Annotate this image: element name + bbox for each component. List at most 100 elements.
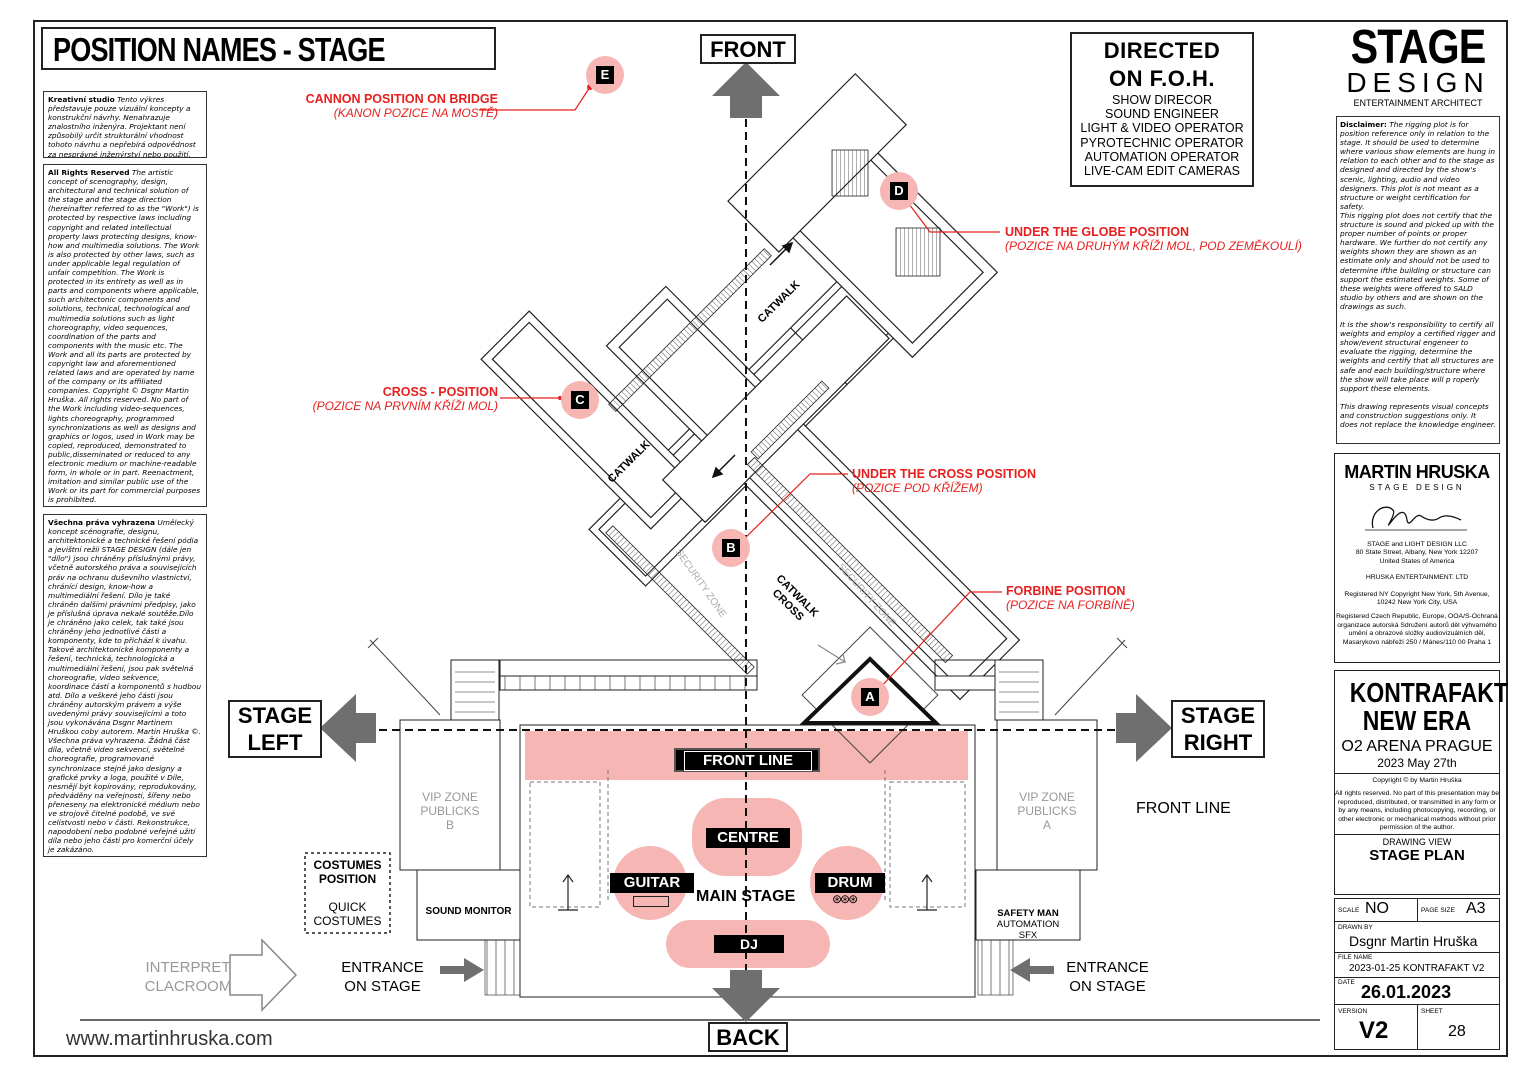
interpret-line2: CLACROOM: [144, 978, 232, 995]
info-block: SCALE NO PAGE SIZE A3 DRAWN BY Dsgnr Mar…: [1334, 898, 1500, 1050]
foh-heading-2: ON F.O.H.: [1109, 66, 1215, 91]
vip-a-line3: A: [1042, 818, 1051, 832]
front-line-bar-label: FRONT LINE: [684, 751, 812, 771]
interpret-arrow-icon: [229, 938, 298, 1012]
foh-role: LIVE-CAM EDIT CAMERAS: [1083, 164, 1241, 179]
marker-e-label: E: [596, 66, 614, 84]
interpret-label: INTERPRET CLACROOM: [138, 958, 238, 996]
disclaimer-box: Disclaimer: The rigging plot is for posi…: [1336, 116, 1500, 444]
dj-label: DJ: [714, 935, 784, 953]
logo-line1: STAGE: [1350, 21, 1487, 74]
safety-line3: SFX: [1018, 930, 1038, 941]
studio-addr1: STAGE and LIGHT DESIGN LLC: [1367, 541, 1467, 548]
costumes-box: [304, 852, 391, 934]
stage-left-label: STAGE LEFT: [228, 700, 322, 758]
marker-e[interactable]: E: [586, 56, 624, 94]
vip-b-line3: B: [445, 818, 454, 832]
project-block: KONTRAFAKT NEW ERA O2 ARENA PRAGUE 2023 …: [1334, 670, 1508, 895]
marker-c-label: C: [571, 391, 589, 409]
drawn-by-label: DRAWN BY: [1338, 924, 1373, 931]
website-link[interactable]: www.martinhruska.com: [66, 1028, 273, 1050]
back-label: BACK: [708, 1022, 788, 1052]
position-a-label: FORBINE POSITION (POZICE NA FORBÍNĚ): [1006, 584, 1135, 612]
sheet-label: SHEET: [1421, 1008, 1443, 1015]
vip-zone-b-label: VIP ZONE PUBLICKS B: [400, 790, 500, 832]
disclaimer-p3: It is the show's responsibility to certi…: [1340, 320, 1496, 393]
safety-line1: SAFETY MAN: [997, 908, 1059, 919]
marker-b[interactable]: B: [712, 529, 750, 567]
sound-monitor-label: SOUND MONITOR: [425, 906, 512, 917]
position-c-title: CROSS - POSITION: [382, 385, 498, 399]
logo-line3: ENTERTAINMENT ARCHITECT: [1353, 98, 1483, 108]
back-arrow-icon: [712, 970, 780, 1022]
front-line-bar: FRONT LINE: [674, 748, 820, 772]
entrance-right-arrow-icon: [1010, 958, 1054, 982]
position-e-sub: (KANON POZICE NA MOSTĚ): [333, 106, 498, 120]
page-title: POSITION NAMES - STAGE: [53, 31, 386, 68]
marker-c[interactable]: C: [561, 381, 599, 419]
truss-hatch-1: [831, 149, 869, 197]
project-rights: All rights reserved. No part of this pre…: [1335, 790, 1499, 832]
costumes-line3: QUICK: [328, 900, 367, 914]
vip-b-line1: VIP ZONE: [422, 790, 478, 804]
interpret-line1: INTERPRET: [145, 959, 231, 976]
sound-monitor-box: [416, 869, 521, 941]
guitar-label: GUITAR: [610, 873, 694, 893]
note-vsechna: Všechna práva vyhrazena Umělecký koncept…: [43, 514, 207, 857]
file-name-value: 2023-01-25 KONTRAFAKT V2: [1349, 963, 1485, 974]
position-b-label: UNDER THE CROSS POSITION (POZICE POD KŘÍ…: [852, 467, 1036, 495]
note-kreativni-head: Kreativní studio: [48, 95, 115, 104]
position-e-title: CANNON POSITION ON BRIDGE: [305, 92, 498, 106]
project-title1: KONTRAFAKT: [1349, 677, 1508, 708]
vip-b-line2: PUBLICKS: [420, 804, 480, 818]
foh-role: SHOW DIRECOR: [1112, 93, 1212, 107]
vip-a-line1: VIP ZONE: [1019, 790, 1075, 804]
disclaimer-p2: This rigging plot does not certify that …: [1340, 210, 1494, 311]
stage-left-line1: STAGE: [237, 703, 313, 728]
date-value: 26.01.2023: [1361, 982, 1452, 1002]
safety-label: SAFETY MAN AUTOMATION SFX: [976, 908, 1080, 941]
entrance-right-label: ENTRANCE ON STAGE: [1060, 958, 1155, 996]
stairs-left: [450, 659, 500, 721]
project-copyright: Copyright © by Martin Hruška: [1372, 777, 1462, 784]
note-kreativni-body: Tento výkres představuje pouze vizuální …: [48, 95, 196, 158]
front-arrow-icon: [712, 62, 780, 118]
page-size-value: A3: [1466, 900, 1486, 917]
page-title-box: POSITION NAMES - STAGE: [41, 27, 496, 70]
note-rights-body: The artistic concept of scenography, des…: [48, 168, 201, 505]
entrance-right-line2: ON STAGE: [1069, 978, 1146, 995]
project-venue: O2 ARENA PRAGUE: [1341, 738, 1493, 755]
note-rights: All Rights Reserved The artistic concept…: [43, 164, 207, 507]
project-title2: NEW ERA: [1362, 705, 1472, 736]
file-name-label: FILE NAME: [1338, 954, 1373, 961]
scale-label: SCALE: [1338, 907, 1360, 914]
stage-left-arrow-icon: [320, 694, 376, 762]
studio-reg1: Registered NY Copyright New York, 5th Av…: [1344, 590, 1490, 607]
vip-zone-a-box: [996, 719, 1098, 871]
marker-a[interactable]: A: [851, 678, 889, 716]
front-line-right-label: FRONT LINE: [1136, 800, 1231, 817]
drawing-frame: [33, 20, 1508, 1057]
sheet-value: 28: [1448, 1023, 1466, 1040]
entrance-left-line1: ENTRANCE: [341, 959, 424, 976]
studio-addr3: United States of America: [1379, 557, 1455, 565]
studio-sub: STAGE DESIGN: [1369, 483, 1465, 492]
stairs-right: [994, 659, 1044, 721]
disclaimer-p4: This drawing represents visual concepts …: [1340, 401, 1496, 430]
drum-label: DRUM: [815, 873, 885, 893]
position-d-title: UNDER THE GLOBE POSITION: [1005, 225, 1190, 239]
costumes-line2: POSITION: [318, 872, 377, 886]
studio-ent: HRUSKA ENTERTAINMENT. LTD: [1365, 574, 1469, 582]
position-c-sub: (POZICE NA PRVNÍM KŘÍŽI MOL): [312, 399, 498, 413]
note-vsechna-body: Umělecký koncept scénografie, designu, a…: [48, 518, 202, 855]
studio-block: MARTIN HRUSKA STAGE DESIGN STAGE and LIG…: [1334, 453, 1500, 663]
drawn-by-value: Dsgnr Martin Hruška: [1349, 933, 1478, 949]
foh-role: SOUND ENGINEER: [1105, 107, 1219, 122]
position-d-sub: (POZICE NA DRUHÝM KŘÍŽI MOL, POD ZEMĚKOU…: [1005, 239, 1302, 253]
costumes-label: COSTUMES POSITION QUICK COSTUMES: [305, 858, 390, 928]
date-label: DATE: [1338, 979, 1355, 986]
costumes-line1: COSTUMES: [313, 858, 382, 872]
marker-d[interactable]: D: [880, 172, 918, 210]
stage-design-logo: STAGE DESIGN ENTERTAINMENT ARCHITECT: [1338, 21, 1498, 109]
vip-a-line2: PUBLICKS: [1017, 804, 1077, 818]
